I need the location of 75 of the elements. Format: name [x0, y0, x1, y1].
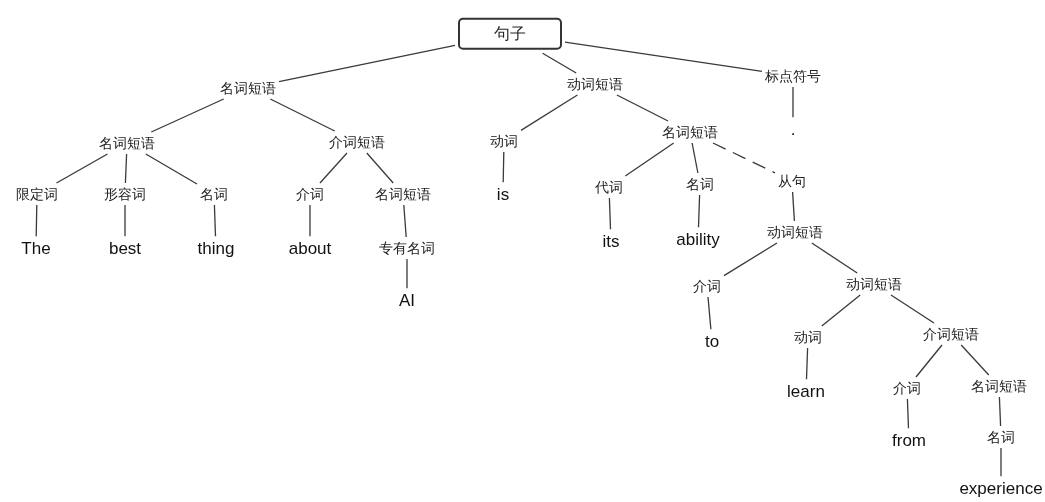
category-label: 名词 — [686, 175, 714, 193]
tree-branch — [406, 258, 408, 289]
category-label: 介词 — [693, 277, 721, 295]
category-label: 名词短语 — [971, 377, 1027, 395]
tree-branch — [915, 344, 943, 378]
tree-branch — [278, 44, 456, 83]
tree-branch — [707, 296, 712, 330]
category-label: 动词短语 — [767, 223, 823, 241]
tree-branch — [624, 142, 675, 177]
word-label: thing — [197, 239, 235, 259]
tree-branch — [309, 204, 311, 237]
tree-branch — [890, 294, 935, 324]
tree-branch — [403, 204, 407, 238]
tree-branch — [541, 52, 577, 74]
word-label: learn — [787, 382, 825, 402]
category-label: 名词短语 — [662, 123, 718, 141]
category-label: 形容词 — [104, 185, 146, 203]
tree-branch — [616, 94, 669, 122]
tree-branch — [564, 41, 763, 73]
category-label: 动词短语 — [567, 75, 623, 93]
tree-branch — [145, 153, 198, 185]
word-label: . — [790, 120, 796, 140]
category-label: 介词短语 — [329, 133, 385, 151]
tree-branch — [35, 204, 38, 237]
category-label: 动词 — [794, 328, 822, 346]
tree-branch — [792, 86, 794, 118]
category-label: 名词 — [987, 428, 1015, 446]
category-label: 介词短语 — [923, 325, 979, 343]
category-label: 介词 — [893, 379, 921, 397]
tree-branch — [269, 98, 336, 132]
category-label: 代词 — [595, 178, 623, 196]
tree-branch — [712, 142, 776, 174]
category-label: 名词短语 — [375, 185, 431, 203]
tree-branch — [805, 347, 809, 380]
tree-branch — [366, 152, 394, 184]
tree-branch — [821, 294, 861, 327]
word-label: experience — [959, 479, 1043, 499]
category-label: 名词 — [200, 185, 228, 203]
tree-branch — [960, 344, 990, 376]
category-label: 动词 — [490, 132, 518, 150]
tree-branch — [998, 396, 1002, 427]
word-label: ability — [676, 230, 720, 250]
tree-branch — [124, 204, 126, 237]
tree-branch — [124, 153, 128, 184]
tree-branch — [150, 98, 225, 133]
category-label: 限定词 — [16, 185, 58, 203]
tree-branch — [697, 194, 701, 228]
tree-branch — [1000, 447, 1002, 477]
tree-branch — [55, 153, 109, 184]
category-label: 介词 — [296, 185, 324, 203]
category-label: 名词短语 — [99, 134, 155, 152]
tree-branch — [906, 398, 910, 429]
word-label: its — [602, 232, 620, 252]
category-label: 名词短语 — [220, 79, 276, 97]
root-box: 句子 — [458, 17, 562, 51]
word-label: from — [892, 431, 926, 451]
word-label: is — [496, 185, 510, 205]
tree-branch — [691, 142, 699, 174]
word-label: best — [108, 239, 142, 259]
tree-branch — [608, 197, 612, 230]
tree-branch — [811, 242, 858, 274]
tree-branch — [791, 191, 796, 222]
word-label: The — [21, 239, 51, 259]
category-label: 专有名词 — [379, 239, 435, 257]
tree-branch — [520, 94, 579, 132]
word-label: AI — [398, 291, 416, 311]
category-label: 从句 — [778, 172, 806, 190]
tree-branch — [319, 152, 348, 184]
word-label: to — [704, 332, 720, 352]
category-label: 标点符号 — [765, 67, 821, 85]
tree-branch — [213, 204, 217, 237]
tree-branch — [502, 151, 505, 183]
tree-branch — [723, 242, 778, 277]
category-label: 动词短语 — [846, 275, 902, 293]
word-label: about — [288, 239, 332, 259]
